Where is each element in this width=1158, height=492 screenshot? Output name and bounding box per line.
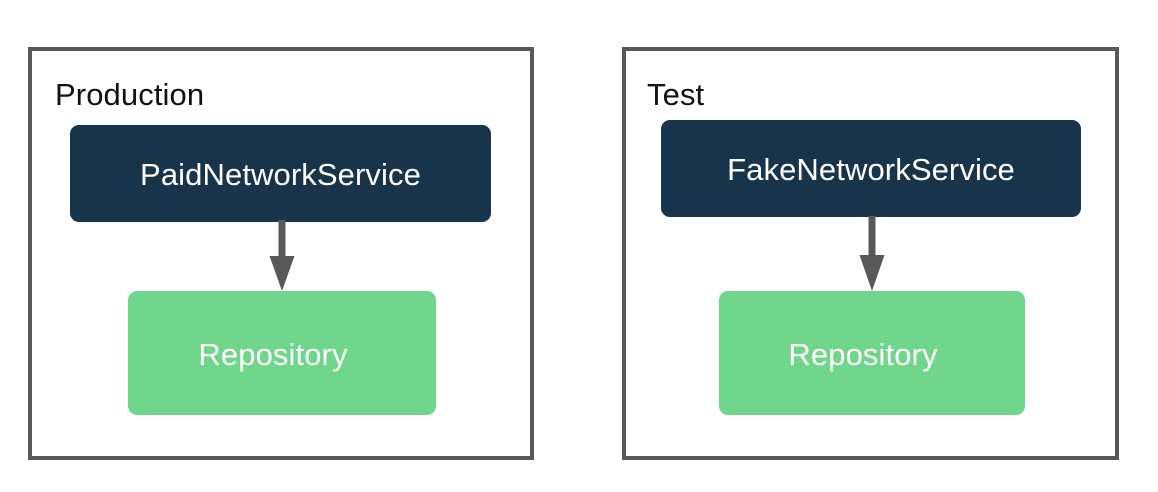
node-label-paid-network-service: PaidNetworkService bbox=[140, 157, 421, 192]
arrow-paidnetworkservice-to-repository bbox=[269, 220, 295, 291]
environment-label-test: Test bbox=[647, 77, 705, 112]
environment-label-production: Production bbox=[55, 77, 205, 112]
node-label-fake-network-service: FakeNetworkService bbox=[727, 152, 1015, 187]
node-label-repository-production: Repository bbox=[198, 336, 348, 372]
arrow-fakenetworkservice-to-repository bbox=[859, 216, 885, 291]
node-repository-production[interactable]: Repository bbox=[128, 291, 436, 415]
node-repository-test[interactable]: Repository bbox=[719, 291, 1025, 415]
node-label-repository-test: Repository bbox=[788, 336, 938, 372]
node-fake-network-service[interactable]: FakeNetworkService bbox=[661, 120, 1081, 217]
node-paid-network-service[interactable]: PaidNetworkService bbox=[70, 125, 491, 222]
